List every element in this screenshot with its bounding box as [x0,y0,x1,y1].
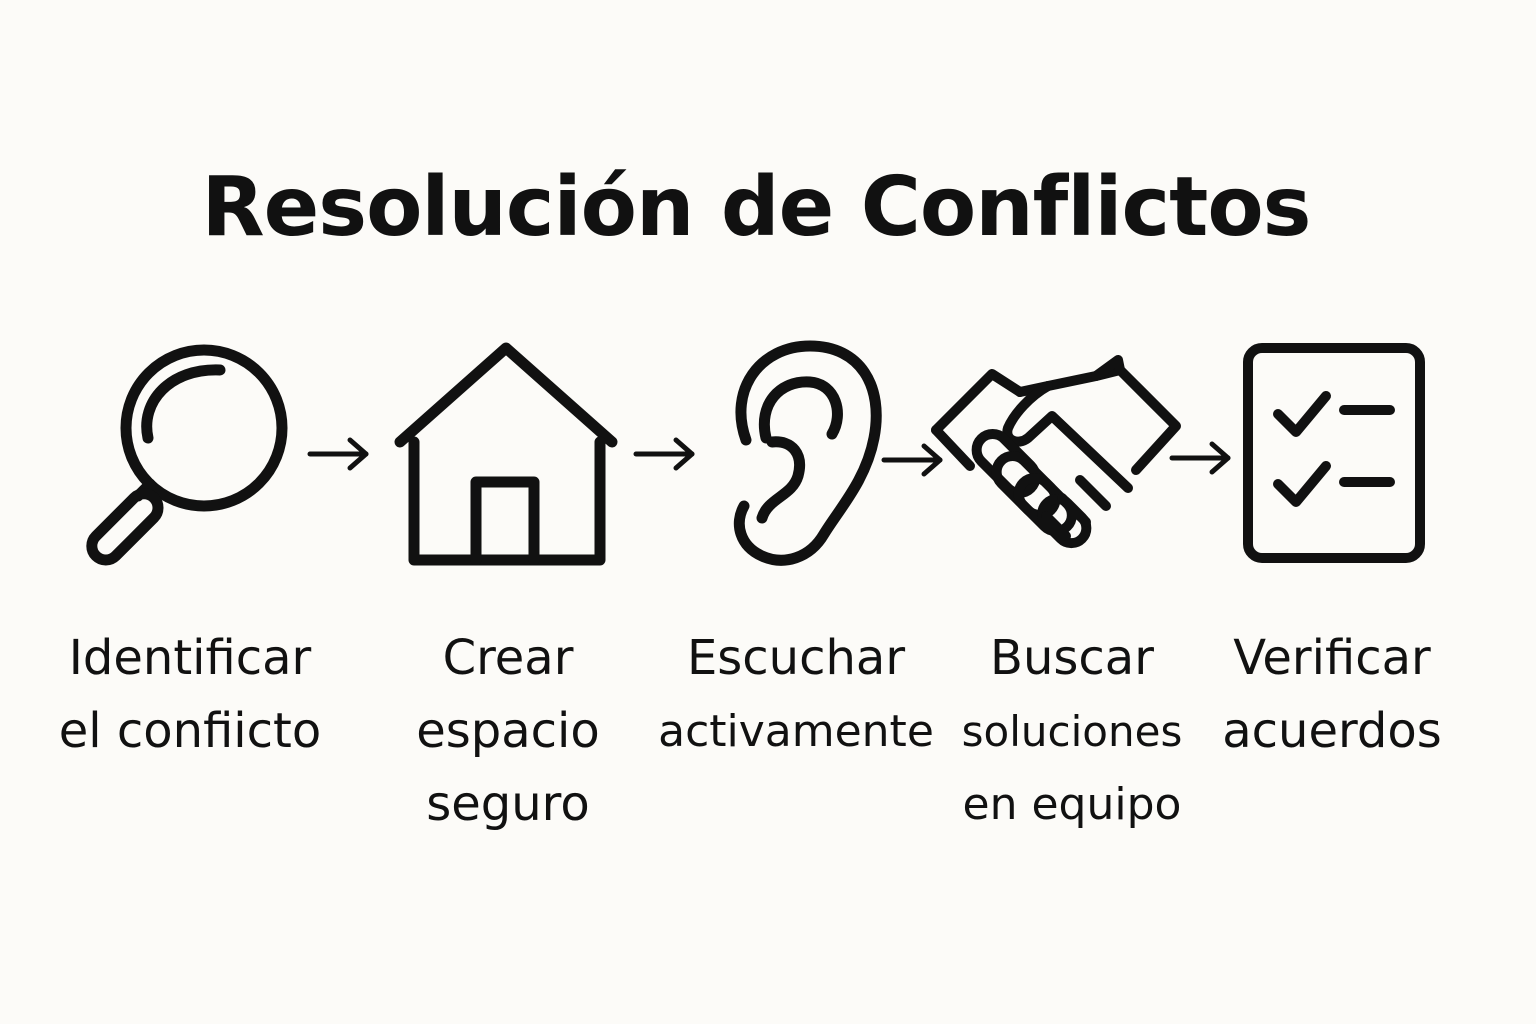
step-label-buscar: Buscar soluciones en equipo [912,622,1232,841]
step-label-line: Crear [442,630,574,686]
step-label-line: Escuchar [686,630,906,686]
step-label-line: en equipo [962,779,1182,830]
step-label-line: espacio [416,703,600,759]
step-label-line: seguro [426,776,590,832]
ear-icon [712,330,952,580]
step-label-line: Buscar [990,630,1154,686]
arrow-right-icon [630,434,700,474]
handshake-icon [930,330,1181,580]
arrow-right-icon [1166,438,1236,478]
house-icon [390,330,630,580]
step-label-crear: Crear espacio seguro [348,622,668,841]
step-label-line: acuerdos [1222,703,1442,759]
step-label-escuchar: Escuchar activamente [636,622,956,768]
arrow-right-icon [878,440,948,480]
diagram-title: Resolución de Conflictos [201,159,1312,255]
step-label-line: Verificar [1233,630,1431,686]
arrow-right-icon [304,434,374,474]
step-label-line: el confiicto [58,703,322,759]
checklist-icon [1226,330,1466,580]
magnifying-glass-icon [70,330,310,580]
step-label-line: soluciones [961,707,1183,756]
step-label-identificar: Identificar el confiicto [30,622,350,768]
step-label-line: Identificar [68,630,312,686]
step-label-verificar: Verificar acuerdos [1172,622,1492,768]
step-label-line: activamente [658,706,934,757]
